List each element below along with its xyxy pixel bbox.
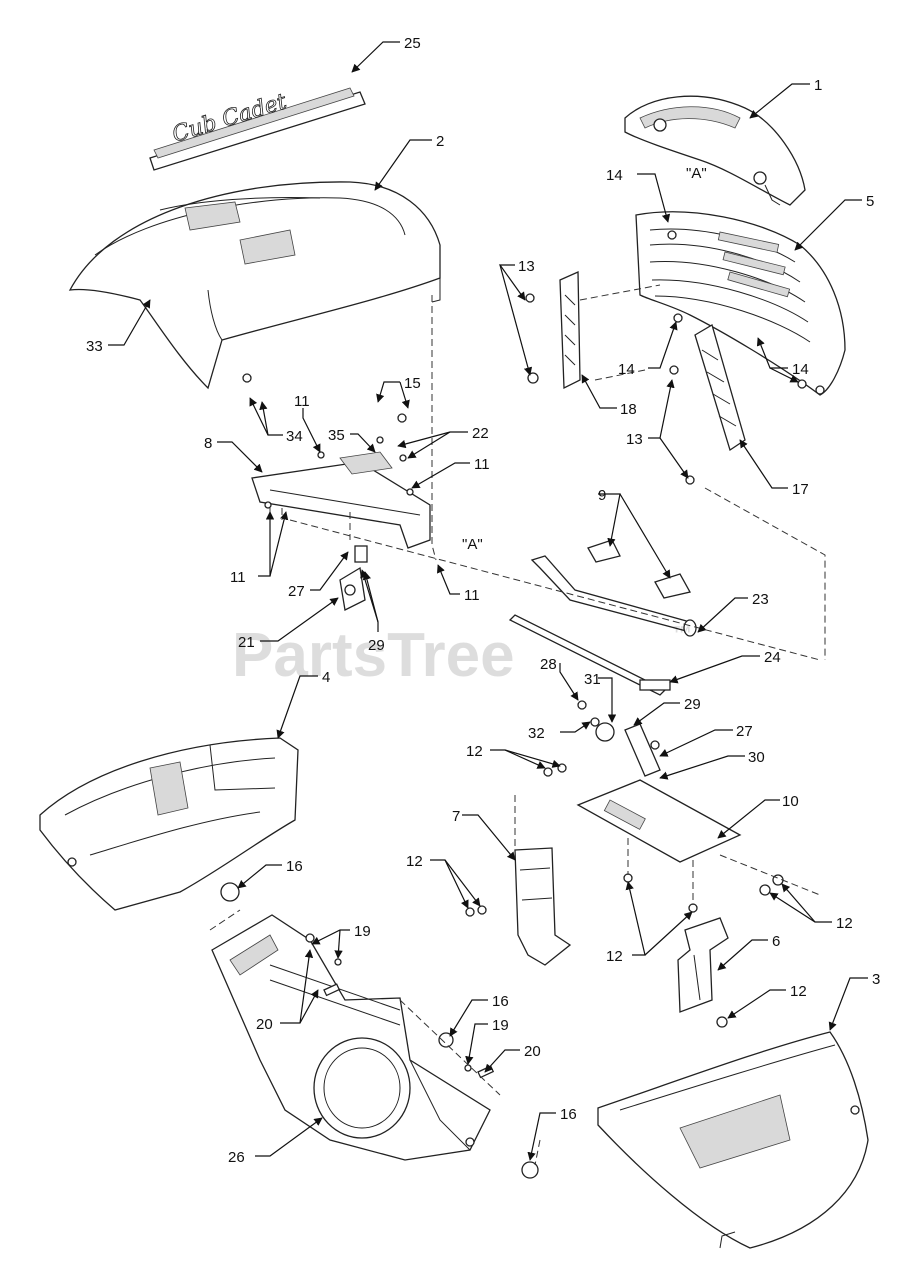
callout-13: 13 xyxy=(518,258,535,275)
callout-4: 4 xyxy=(322,669,330,686)
callout-19: 19 xyxy=(492,1017,509,1034)
part-7-bracket xyxy=(514,847,572,966)
callout-9: 9 xyxy=(598,487,606,504)
watermark: PartsTree ™ xyxy=(232,621,692,690)
callout-20: 20 xyxy=(256,1016,273,1033)
callout-26: 26 xyxy=(228,1149,245,1166)
part-17-grille-brace xyxy=(694,324,746,452)
part-5-grille xyxy=(635,211,846,396)
callout-a-ref: "A" xyxy=(686,165,707,182)
callout-33: 33 xyxy=(86,338,103,355)
leader-lines xyxy=(108,41,868,1161)
callout-29: 29 xyxy=(368,637,385,654)
callout-6: 6 xyxy=(772,933,780,950)
callout-12: 12 xyxy=(606,948,623,965)
callout-27: 27 xyxy=(736,723,753,740)
callout-29: 29 xyxy=(684,696,701,713)
alignment-lines xyxy=(209,284,826,1166)
callout-27: 27 xyxy=(288,583,305,600)
part-24-long-rod xyxy=(508,614,671,696)
callout-a-ref: "A" xyxy=(462,536,483,553)
callout-24: 24 xyxy=(764,649,781,666)
callout-25: 25 xyxy=(404,35,421,52)
callout-21: 21 xyxy=(238,634,255,651)
part-18-grille-brace xyxy=(559,271,581,390)
callout-17: 17 xyxy=(792,481,809,498)
part-2-hood xyxy=(68,181,441,390)
callout-14: 14 xyxy=(792,361,809,378)
callout-1: 1 xyxy=(814,77,822,94)
watermark-trademark: ™ xyxy=(672,623,692,645)
callout-7: 7 xyxy=(452,808,460,825)
callout-8: 8 xyxy=(204,435,212,452)
callout-2: 2 xyxy=(436,133,444,150)
callout-30: 30 xyxy=(748,749,765,766)
callout-5: 5 xyxy=(866,193,874,210)
part-3-side-panel xyxy=(597,1031,869,1249)
part-27-29-21-hardware xyxy=(339,545,368,611)
callout-11: 11 xyxy=(464,587,480,604)
part-25-emblem: Cub Cadet xyxy=(149,87,366,171)
callout-labels: 25 1 2 14 "A" 5 13 33 14 14 15 18 11 34 … xyxy=(86,35,880,1166)
callout-32: 32 xyxy=(528,725,545,742)
part-23-rod xyxy=(530,555,697,637)
callout-14: 14 xyxy=(606,167,623,184)
callout-20: 20 xyxy=(524,1043,541,1060)
callout-35: 35 xyxy=(328,427,345,444)
callout-16: 16 xyxy=(560,1106,577,1123)
callout-19: 19 xyxy=(354,923,371,940)
callout-34: 34 xyxy=(286,428,303,445)
callout-12: 12 xyxy=(466,743,483,760)
callout-3: 3 xyxy=(872,971,880,988)
callout-12: 12 xyxy=(836,915,853,932)
part-8-bracket xyxy=(251,451,431,549)
callout-11: 11 xyxy=(474,456,490,473)
callout-18: 18 xyxy=(620,401,637,418)
watermark-text: PartsTree xyxy=(232,621,515,690)
part-10-plate xyxy=(576,700,742,863)
callout-31: 31 xyxy=(584,671,601,688)
callout-28: 28 xyxy=(540,656,557,673)
callout-16: 16 xyxy=(492,993,509,1010)
part-6-bracket xyxy=(677,917,729,1013)
part-26-dash-panel xyxy=(211,914,491,1161)
callout-12: 12 xyxy=(790,983,807,1000)
fasteners xyxy=(220,293,807,1179)
callout-23: 23 xyxy=(752,591,769,608)
callout-15: 15 xyxy=(404,375,421,392)
part-9-clips xyxy=(587,539,691,599)
part-4-side-panel xyxy=(39,737,299,911)
callout-14: 14 xyxy=(618,361,635,378)
callout-22: 22 xyxy=(472,425,489,442)
callout-16: 16 xyxy=(286,858,303,875)
callout-10: 10 xyxy=(782,793,799,810)
callout-11: 11 xyxy=(230,569,246,586)
callout-12: 12 xyxy=(406,853,423,870)
callout-11: 11 xyxy=(294,393,310,410)
callout-13: 13 xyxy=(626,431,643,448)
part-1-headlight-housing xyxy=(624,95,806,206)
